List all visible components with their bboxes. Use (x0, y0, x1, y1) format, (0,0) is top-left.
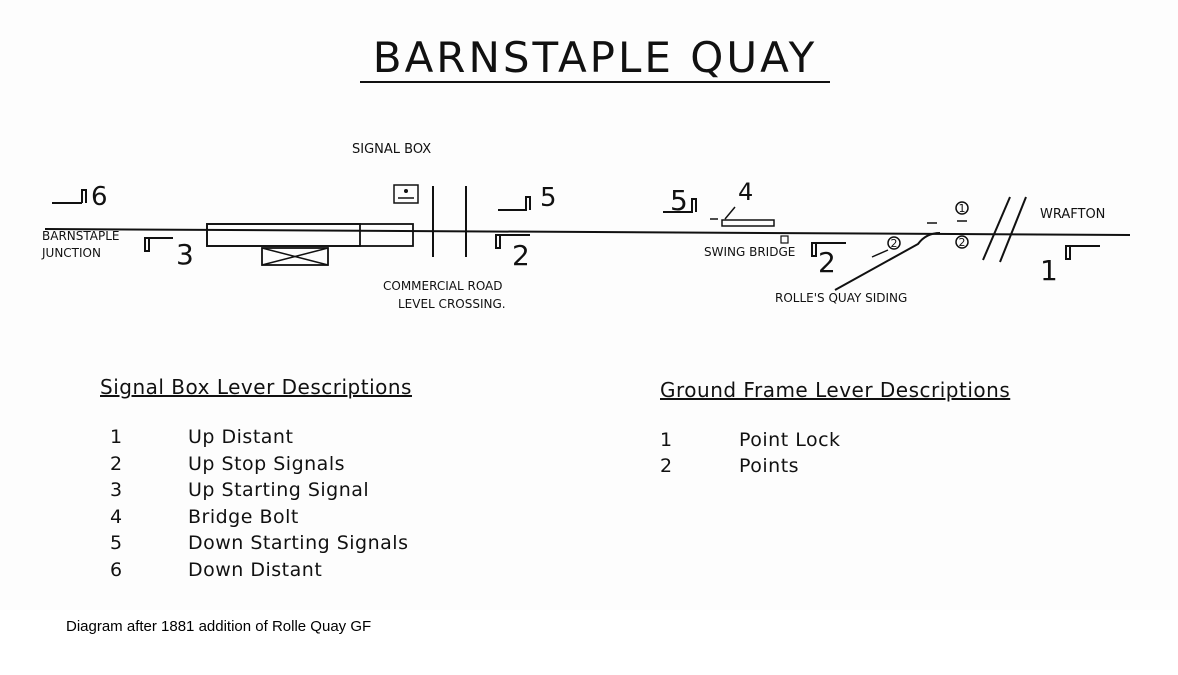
signal-3-number: 3 (176, 238, 194, 271)
lever-label: Bridge Bolt (188, 506, 299, 528)
ground-frame-lever-heading: Ground Frame Lever Descriptions (660, 378, 1011, 402)
rolles-quay-siding-label: ROLLE'S QUAY SIDING (775, 291, 907, 305)
lever-number: 3 (110, 479, 123, 501)
lever-number: 4 (110, 506, 123, 528)
signal-2-number: 2 (512, 239, 530, 272)
swing-bridge-label: SWING BRIDGE (704, 245, 795, 259)
lever-number: 1 (660, 429, 673, 451)
page-title: BARNSTAPLE QUAY (373, 33, 817, 82)
signal-2-number: 2 (818, 246, 836, 279)
signal-box-icon (393, 184, 419, 204)
signal-1-number: 1 (1040, 254, 1058, 287)
lever-label: Up Stop Signals (188, 453, 346, 475)
signal-5-icon (663, 198, 697, 213)
signal-1-icon (1065, 245, 1100, 260)
lever-number: 6 (110, 559, 123, 581)
main-line (44, 228, 1131, 236)
platform (206, 223, 361, 247)
ground-frame-lever-2: 2 (891, 237, 898, 250)
lever-label: Down Starting Signals (188, 532, 409, 554)
figure-caption: Diagram after 1881 addition of Rolle Qua… (66, 618, 372, 635)
signal-4-number: 4 (738, 178, 753, 206)
signal-box-label: SIGNAL BOX (352, 142, 431, 157)
line-break-mark (982, 196, 1011, 261)
barnstaple-junction-label: JUNCTION (41, 246, 101, 260)
signal-5-number: 5 (540, 183, 557, 213)
lever-label: Up Distant (188, 426, 294, 448)
ground-frame-lever-list: Ground Frame Lever Descriptions 1 Point L… (660, 378, 1100, 488)
signal-box-lever-heading: Signal Box Lever Descriptions (100, 375, 412, 399)
lever-label: Down Distant (188, 559, 323, 581)
signal-2-icon (811, 242, 846, 257)
level-crossing-label: LEVEL CROSSING. (398, 297, 506, 311)
ground-frame-lever-2: 2 (959, 236, 966, 249)
ground-frame-icon (780, 235, 789, 244)
lever-number: 2 (110, 453, 123, 475)
track-diagram: BARNSTAPLE QUAY SIGNAL BOX COMMERCIAL RO… (41, 33, 1131, 311)
rolles-quay-siding-track (834, 232, 941, 291)
barnstaple-junction-label: BARNSTAPLE (42, 229, 119, 243)
goods-shed (261, 247, 329, 266)
signal-6-number: 6 (91, 182, 108, 212)
signal-6-icon (52, 189, 87, 204)
platform (206, 223, 414, 247)
scanned-page (0, 0, 1178, 610)
lever-number: 1 (110, 426, 123, 448)
ground-frame-lever-1: 1 (959, 202, 966, 215)
lever-number: 2 (660, 455, 673, 477)
lever-number: 5 (110, 532, 123, 554)
lever-label: Points (739, 455, 800, 477)
signal-5-number: 5 (670, 184, 688, 217)
lever-label: Up Starting Signal (188, 479, 370, 501)
wrafton-label: WRAFTON (1040, 207, 1105, 222)
swing-bridge (721, 219, 775, 227)
signal-box-lever-list: Signal Box Lever Descriptions 1 Up Distan… (100, 375, 520, 595)
signal-5-icon (498, 196, 531, 211)
line-break-mark (999, 196, 1027, 263)
signal-2-icon (495, 234, 530, 249)
signal-3-icon (144, 237, 173, 252)
level-crossing-label: COMMERCIAL ROAD (383, 279, 503, 293)
lever-label: Point Lock (739, 429, 841, 451)
